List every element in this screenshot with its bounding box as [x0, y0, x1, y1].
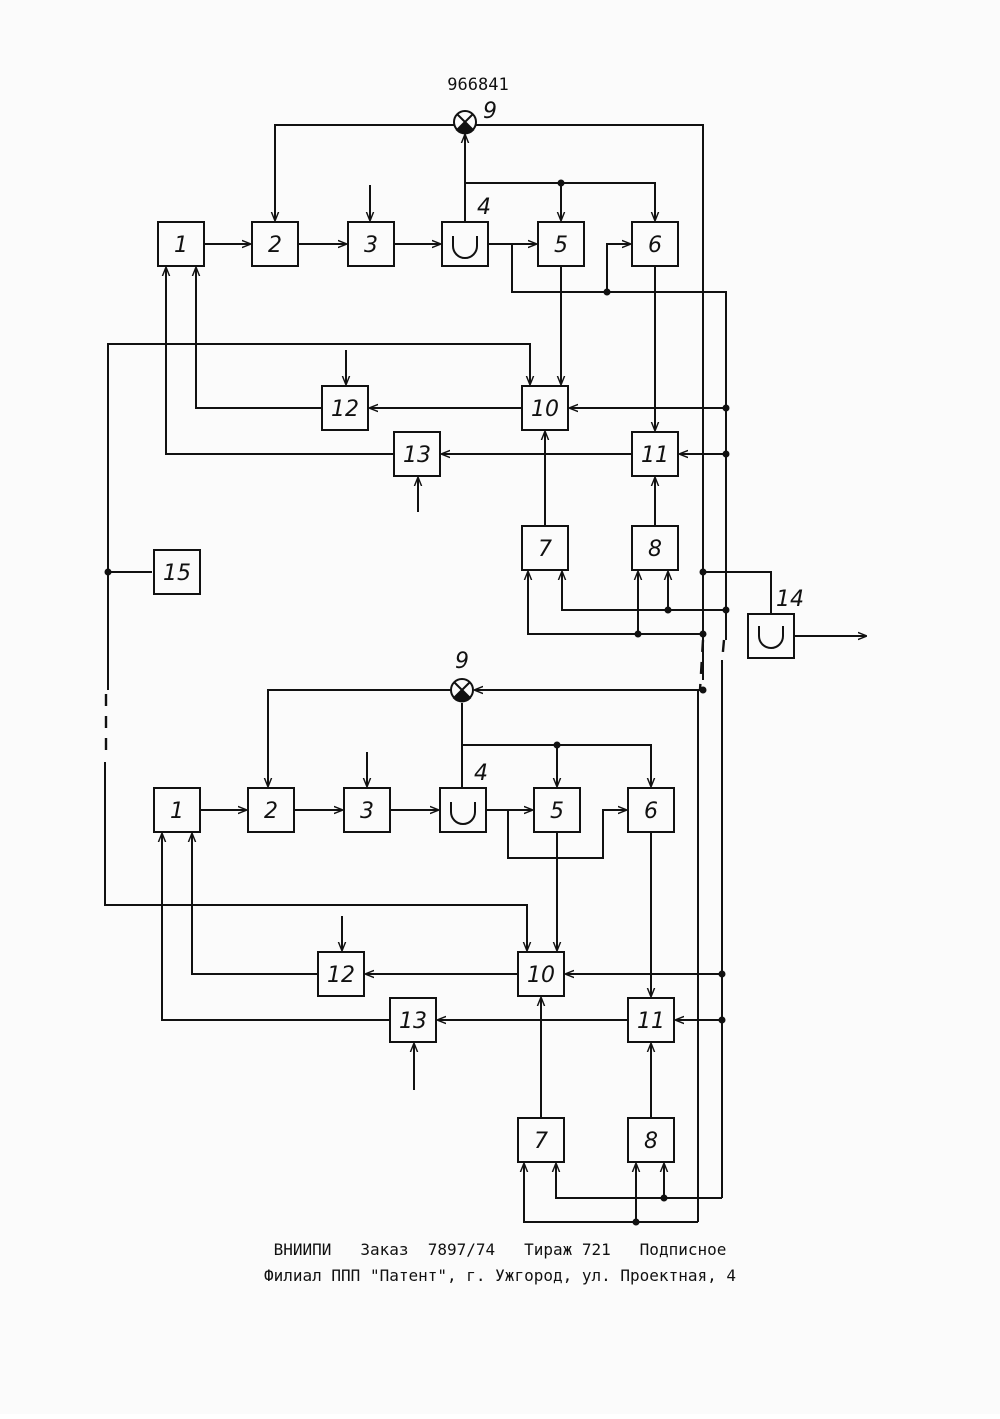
label-block-5-lower: 5: [550, 799, 564, 824]
label-block-3-lower: 3: [360, 799, 374, 824]
label-block-9-upper: 9: [483, 99, 497, 124]
label-block-13-lower: 13: [399, 1009, 427, 1034]
label-block-14: 14: [776, 587, 804, 612]
label-block-7-lower: 7: [534, 1129, 548, 1154]
label-block-15: 15: [163, 561, 191, 586]
label-block-1-lower: 1: [170, 799, 184, 824]
block-4-upper: [442, 222, 488, 266]
block-14: [748, 614, 794, 658]
label-block-2-lower: 2: [264, 799, 278, 824]
label-block-4-upper: 4: [477, 195, 491, 220]
label-block-1-upper: 1: [174, 233, 188, 258]
label-block-3-upper: 3: [364, 233, 378, 258]
label-block-10-upper: 10: [531, 397, 559, 422]
block-4-lower: [440, 788, 486, 832]
label-block-9-lower: 9: [455, 649, 469, 674]
label-block-11-upper: 11: [641, 443, 669, 468]
label-block-7-upper: 7: [538, 537, 552, 562]
label-block-12-lower: 12: [327, 963, 355, 988]
label-block-2-upper: 2: [268, 233, 282, 258]
label-block-10-lower: 10: [527, 963, 555, 988]
label-block-13-upper: 13: [403, 443, 431, 468]
footer-line-1: ВНИИПИ Заказ 7897/74 Тираж 721 Подписное: [0, 1240, 1000, 1259]
label-block-5-upper: 5: [554, 233, 568, 258]
label-block-12-upper: 12: [331, 397, 359, 422]
label-block-6-upper: 6: [648, 233, 662, 258]
label-block-11-lower: 11: [637, 1009, 665, 1034]
patent-number: 966841: [447, 75, 508, 95]
label-block-8-lower: 8: [644, 1129, 658, 1154]
label-block-4-lower: 4: [474, 761, 488, 786]
label-block-8-upper: 8: [648, 537, 662, 562]
label-block-6-lower: 6: [644, 799, 658, 824]
footer-line-2: Филиал ППП "Патент", г. Ужгород, ул. Про…: [0, 1266, 1000, 1285]
